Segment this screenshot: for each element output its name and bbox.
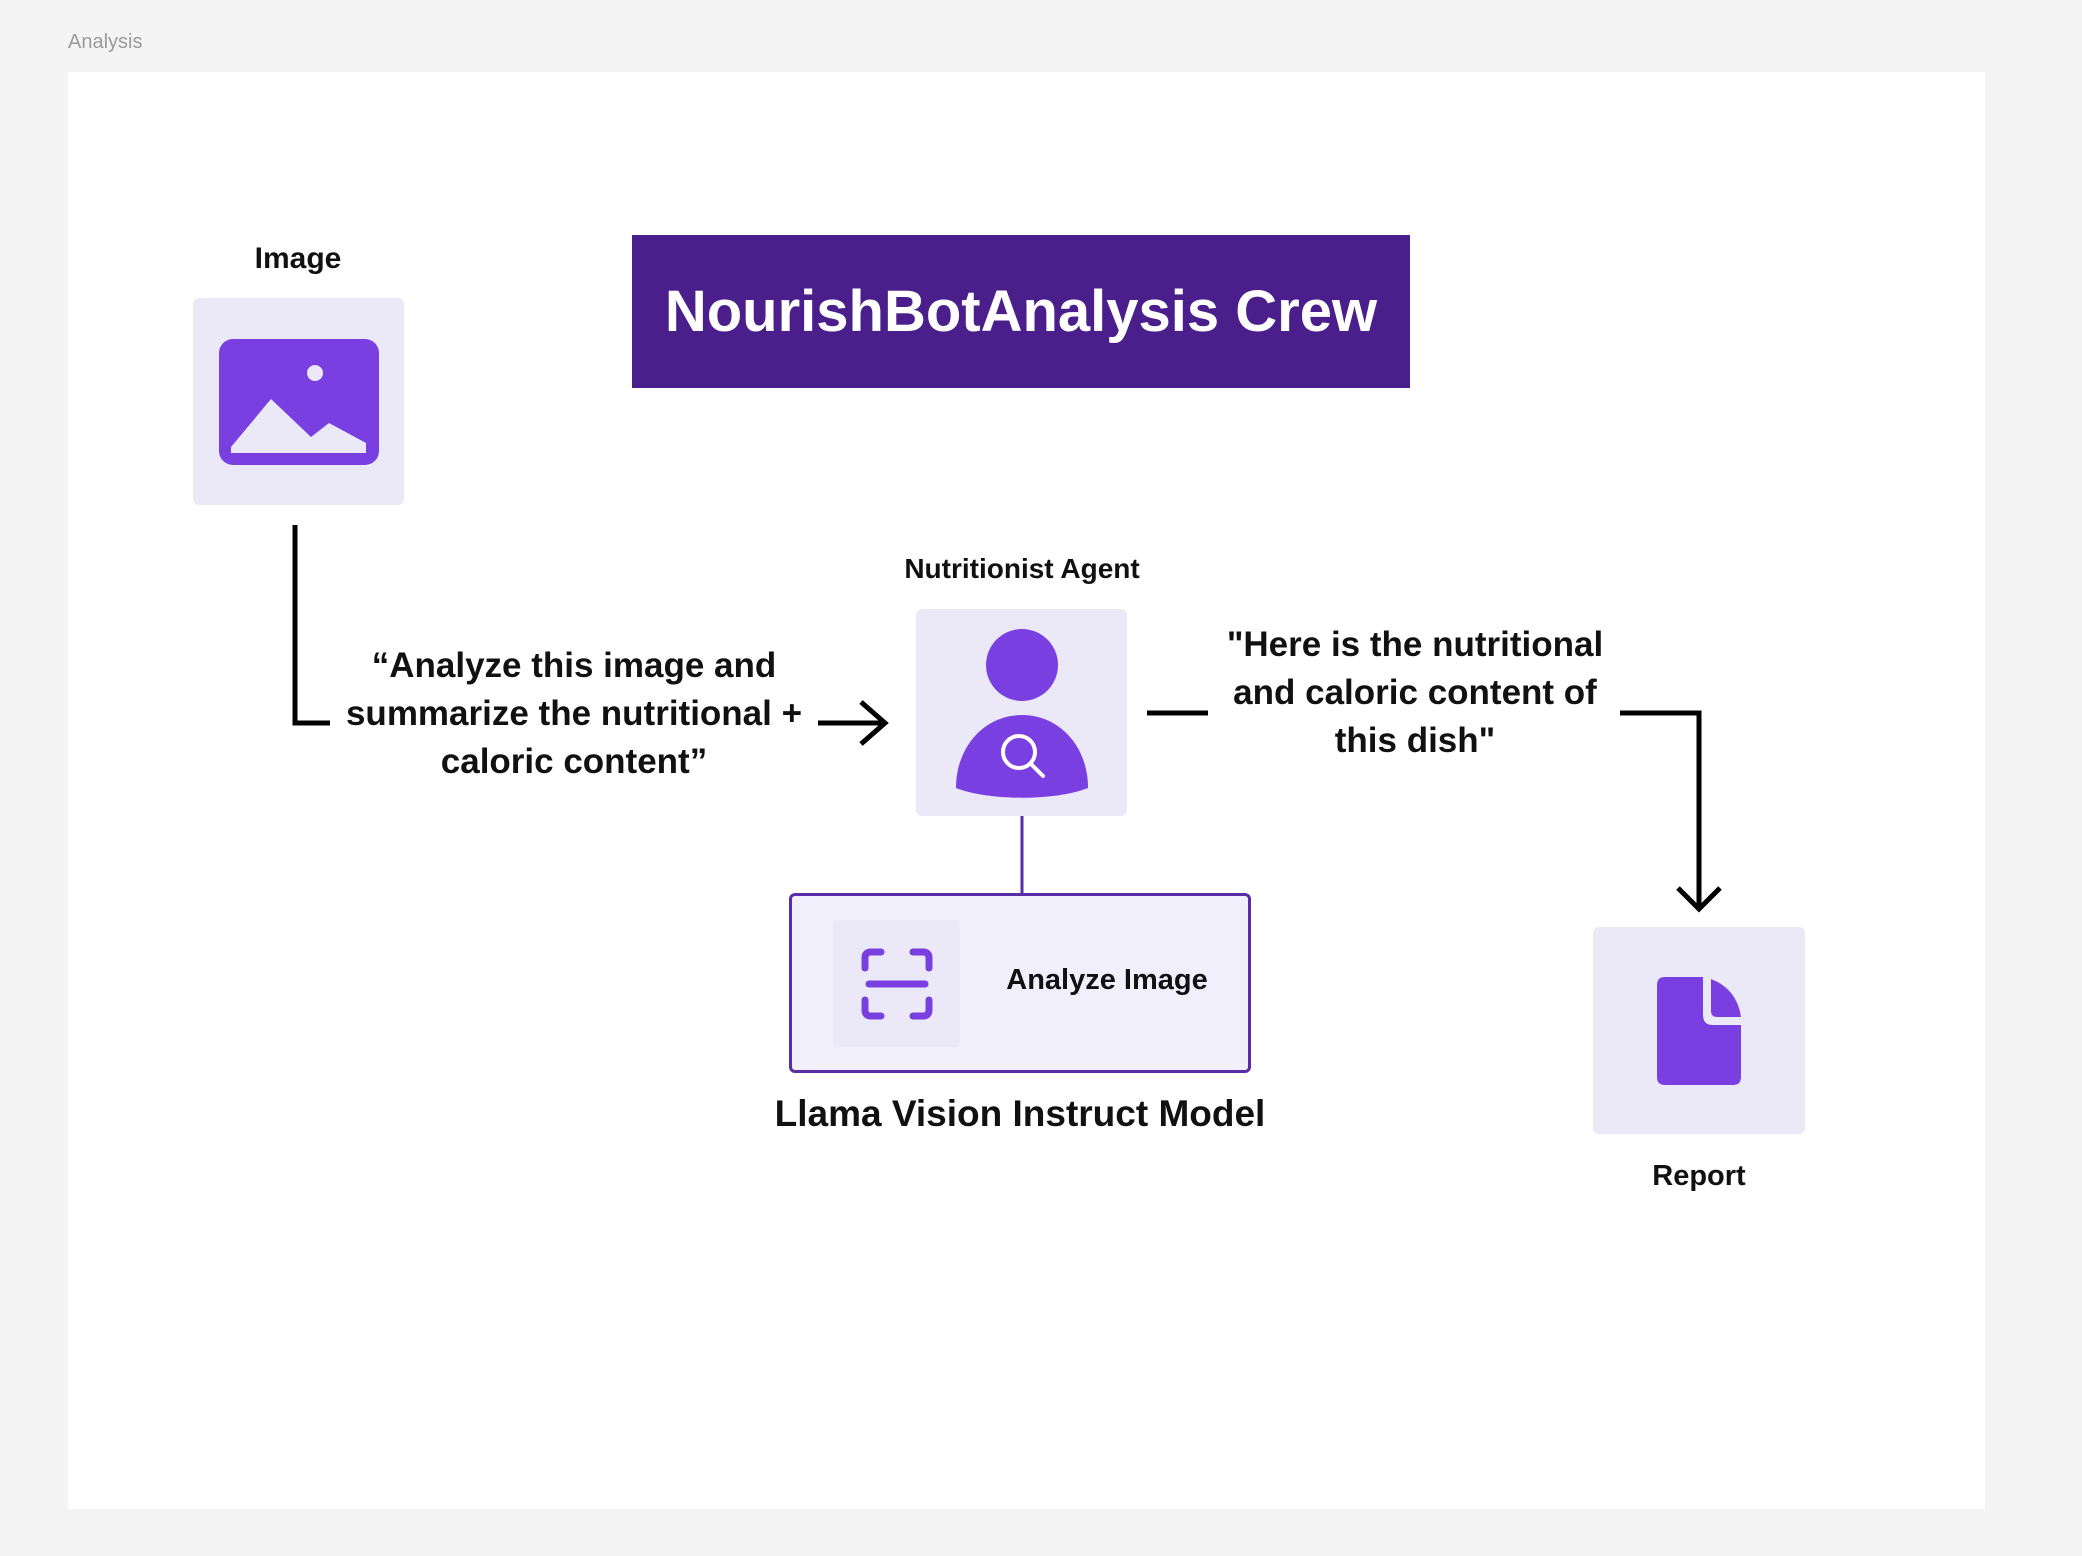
response-to-report-connector [1620, 710, 1702, 908]
analyze-image-label: Analyze Image [1006, 964, 1208, 996]
agent-node-label: Nutritionist Agent [904, 553, 1140, 584]
frame-label[interactable]: Analysis [68, 31, 143, 53]
image-to-request-connector [292, 525, 330, 726]
report-node-label: Report [1652, 1160, 1746, 1192]
image-node[interactable] [193, 298, 404, 505]
request-arrowhead [859, 700, 889, 746]
document-icon [1657, 976, 1741, 1085]
image-icon [218, 338, 379, 465]
scan-icon [861, 948, 932, 1019]
request-text: “Analyze this image and summarize the nu… [345, 646, 803, 781]
agent-search-icon [955, 628, 1088, 798]
agent-node[interactable] [916, 609, 1127, 816]
report-node[interactable] [1593, 927, 1805, 1134]
model-label: Llama Vision Instruct Model [774, 1093, 1266, 1134]
diagram-title: NourishBotAnalysis Crew [632, 235, 1410, 388]
scan-tile [833, 920, 960, 1047]
image-node-label: Image [254, 242, 342, 275]
report-arrowhead [1676, 886, 1722, 913]
response-text: "Here is the nutritional and caloric con… [1226, 625, 1604, 760]
analyze-image-tool[interactable]: Analyze Image [789, 893, 1251, 1073]
